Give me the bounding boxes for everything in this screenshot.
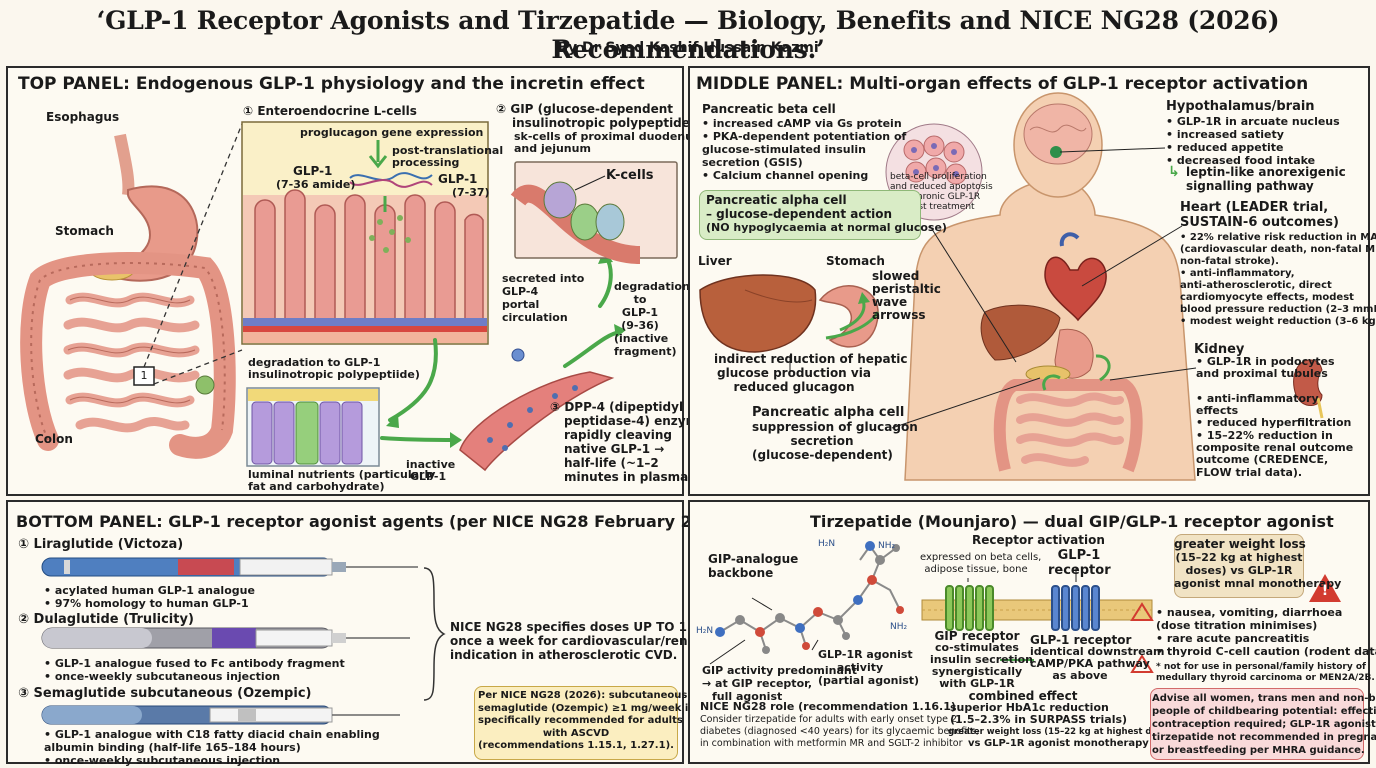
thyroid-footnote: * not for use in personal/family history… xyxy=(1156,662,1375,683)
hypo-bullets: • GLP-1R in arcuate nucleus• increased s… xyxy=(1166,115,1340,167)
middle-panel-title: MIDDLE PANEL: Multi-organ effects of GLP… xyxy=(696,74,1309,94)
contraception-text: Advise all women, trans men and non-bina… xyxy=(1152,693,1376,756)
marker-one: 1 xyxy=(140,369,148,382)
page-title: ‘GLP-1 Receptor Agonists and Tirzepatide… xyxy=(96,6,1280,64)
label-gip-3: sk-cells of proximal duodenum xyxy=(514,130,705,143)
label-glp1-b-form: (7-37) xyxy=(452,186,490,199)
sema-bullets: • GLP-1 analogue with C18 fatty diacid c… xyxy=(44,728,380,767)
bottom-panel-title: BOTTOM PANEL: GLP-1 receptor agonist age… xyxy=(16,512,733,531)
nh2-label-b: NH₂ xyxy=(878,541,896,551)
lira-bullets: • acylated human GLP-1 analogue• 97% hom… xyxy=(44,584,255,610)
nice-tirz-text: Consider tirzepatide for adults with ear… xyxy=(700,714,979,749)
label-luminal-2: fat and carbohydrate) xyxy=(248,480,385,493)
dula-bullets: • GLP-1 analogue fused to Fc antibody fr… xyxy=(44,657,345,683)
label-liver: Liver xyxy=(698,254,732,268)
kidney-title: Kidney xyxy=(1194,342,1245,357)
nh2-label-d: NH₂ xyxy=(890,622,908,632)
nh2-label-a: H₂N xyxy=(818,539,836,549)
heart-title: Heart (LEADER trial,SUSTAIN-6 outcomes) xyxy=(1180,200,1339,230)
sema-title: ③ Semaglutide subcutaneous (Ozempic) xyxy=(18,686,312,701)
receptor-activation: Receptor activation xyxy=(972,533,1105,547)
tirzepatide-title: Tirzepatide (Mounjaro) — dual GIP/GLP-1 … xyxy=(810,512,1334,531)
label-post1: post-translational xyxy=(392,144,504,157)
label-gip-2: insulinotropic polypeptide) xyxy=(512,116,696,130)
label-gip-4: and jejunum xyxy=(514,142,591,155)
top-panel-title: TOP PANEL: Endogenous GLP-1 physiology a… xyxy=(18,74,645,94)
nice-tirz-title: NICE NG28 role (recommendation 1.16.1) xyxy=(700,700,956,713)
label-esophagus: Esophagus xyxy=(46,110,120,124)
label-stomach-mid: Stomach xyxy=(826,254,885,268)
label-proglucagon: proglucagon gene expression xyxy=(300,126,484,139)
label-gip: ② GIP (glucose-dependent xyxy=(496,102,673,116)
label-luminal: luminal nutrients (particularly xyxy=(248,468,436,481)
lira-title: ① Liraglutide (Victoza) xyxy=(18,537,184,552)
byline: By Dr Syed Kashif Hussain Kazmi xyxy=(557,40,819,56)
hypo-title: Hypothalamus/brain xyxy=(1166,99,1315,114)
beta-bullets: • increased cAMP via Gs protein• PKA-dep… xyxy=(702,117,907,182)
hypo-arrow-icon: ↳ xyxy=(1168,164,1180,180)
alpha-box-text: Pancreatic alpha cell– glucose-dependent… xyxy=(706,193,947,234)
dula-title: ② Dulaglutide (Trulicity) xyxy=(18,612,194,627)
nice-semaglutide-box xyxy=(474,686,678,760)
greater-weight-small: greater weight loss (15–22 kg at highest… xyxy=(948,727,1178,737)
label-glp1-a-form: (7-36 amide) xyxy=(276,178,356,191)
nh2-label-c: H₂N xyxy=(696,626,714,636)
alpha-box xyxy=(699,190,921,240)
label-stomach: Stomach xyxy=(55,224,114,238)
kidney-bullets: • GLP-1R in podocytes and proximal tubul… xyxy=(1196,355,1354,479)
expressed-on: expressed on beta cells,adipose tissue, … xyxy=(920,552,1042,575)
adverse-effects: • nausea, vomiting, diarrhoea (dose titr… xyxy=(1156,606,1376,658)
label-degradation-2: insulinotropic polypeptiide) xyxy=(248,368,420,381)
weight-loss-box xyxy=(1174,534,1304,598)
label-glp1-b: GLP-1 xyxy=(438,172,478,186)
label-inactive: inactive xyxy=(406,458,456,471)
contraception-box xyxy=(1150,688,1364,760)
beta-title: Pancreatic beta cell xyxy=(702,102,836,116)
label-degradation: degradation to GLP-1 xyxy=(248,356,381,369)
label-inactive-2: GLP-1 xyxy=(410,470,447,483)
heart-bullets: • 22% relative risk reduction in MACE (c… xyxy=(1180,232,1376,327)
gip-activity: GIP activity predominant→ at GIP recepto… xyxy=(702,664,857,703)
vs-monotherapy: vs GLP-1R agonist monotherapy xyxy=(968,738,1149,749)
label-lcells: ① Enteroendocrine L-cells xyxy=(243,104,417,118)
label-kcells: K-cells xyxy=(606,168,654,183)
label-colon: Colon xyxy=(35,432,73,446)
warning-icon: ! xyxy=(1321,583,1329,599)
label-post2: processing xyxy=(392,156,460,169)
label-glp1-a: GLP-1 xyxy=(293,164,333,178)
